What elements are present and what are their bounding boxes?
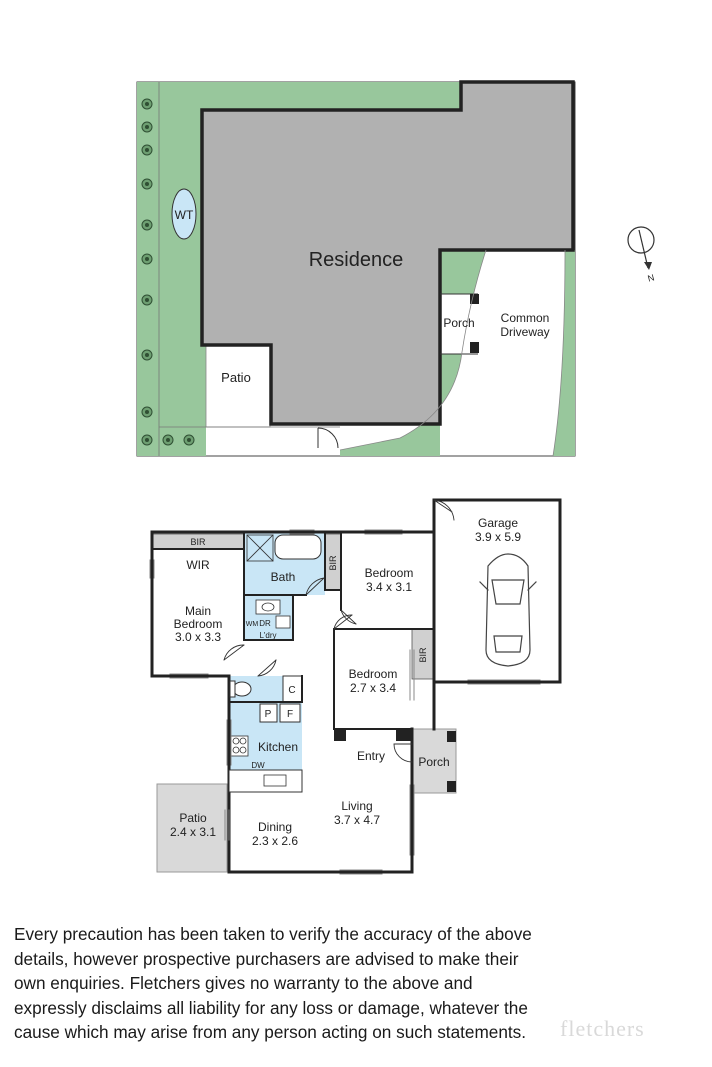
tree-trunk-icon <box>145 182 149 186</box>
gate-door <box>317 427 339 449</box>
tree-trunk-icon <box>145 257 149 261</box>
floor-plan-drawing: Residence WT Porch Patio Common Driveway… <box>136 80 656 875</box>
common-driveway-label: Driveway <box>500 325 549 339</box>
porch-post <box>447 731 456 742</box>
pantry-p <box>259 703 278 723</box>
tree-trunk-icon <box>145 223 149 227</box>
site-patio <box>205 344 271 428</box>
wir-label: WIR <box>186 558 210 572</box>
tree-trunk-icon <box>145 102 149 106</box>
driveway-curve <box>339 249 487 451</box>
living-label: Living <box>341 799 372 813</box>
vanity-icon <box>255 599 281 615</box>
wall-bath-left <box>243 531 294 641</box>
bedroom2-label: Bedroom <box>349 667 398 681</box>
shower-icon <box>246 534 274 562</box>
main-bedroom-size: 3.0 x 3.3 <box>175 630 221 644</box>
dining-size: 2.3 x 2.6 <box>252 834 298 848</box>
driveway-curve <box>552 249 566 457</box>
bir-bath-label: BIR <box>328 555 338 571</box>
lawn-strip-right <box>553 250 575 456</box>
fletchers-watermark: fletchers <box>560 1016 645 1041</box>
basin-icon <box>261 602 275 612</box>
disclaimer-text: Every precaution has been taken to verif… <box>14 924 532 1042</box>
compass <box>627 226 655 270</box>
wall-pier <box>334 729 346 741</box>
dining-label: Dining <box>258 820 292 834</box>
entry-label: Entry <box>357 749 385 763</box>
common-driveway-label: Common <box>501 311 550 325</box>
wt-label: WT <box>175 208 194 222</box>
laundry-label: L'dry <box>259 631 276 640</box>
door-entry <box>393 743 413 763</box>
living-size: 3.7 x 4.7 <box>334 813 380 827</box>
patio-label: Patio <box>179 811 207 825</box>
pantry-label: P <box>265 709 272 720</box>
wall-bath-right <box>324 531 342 591</box>
kitchen-label: Kitchen <box>258 740 298 754</box>
main-bedroom-label: Bedroom <box>174 617 223 631</box>
hedge-trees <box>141 98 195 446</box>
patio-size: 2.4 x 3.1 <box>170 825 216 839</box>
site-porch-label: Porch <box>443 316 474 330</box>
car-icon <box>479 553 537 667</box>
tree-trunk-icon <box>145 353 149 357</box>
porch-post <box>470 294 479 304</box>
site-patio-label: Patio <box>221 370 251 385</box>
compass-circle <box>627 226 655 254</box>
door-bed2 <box>333 614 353 630</box>
tree-trunk-icon <box>145 125 149 129</box>
door-main-bed <box>223 644 245 661</box>
compass-arrowhead-icon <box>644 262 652 270</box>
water-tank <box>171 188 197 240</box>
fridge-label: F <box>287 709 293 720</box>
compass-n-label: N <box>647 272 656 283</box>
dw-label: DW <box>251 761 265 770</box>
wall-toilet <box>228 675 303 703</box>
bir-bed2-label: BIR <box>418 647 428 663</box>
windows <box>149 529 541 875</box>
toilet-icon <box>232 681 252 697</box>
residence-building <box>200 80 575 426</box>
porch-post <box>470 342 479 353</box>
floor-plan: Garage 3.9 x 5.9 Bedroom 3.4 x 3.1 Bedro… <box>149 498 562 875</box>
doors <box>223 499 455 763</box>
tree-trunk-icon <box>166 438 170 442</box>
patio-slab <box>156 783 228 873</box>
garage-label: Garage <box>478 516 518 530</box>
dr-label: DR <box>259 619 271 628</box>
site-plan: Residence WT Porch Patio Common Driveway… <box>136 80 656 457</box>
porch-post <box>447 781 456 792</box>
dryer-icon <box>275 615 291 629</box>
fridge-f <box>279 703 301 723</box>
compass-arrow-icon <box>638 229 649 269</box>
door-toilet <box>257 659 277 677</box>
tree-trunk-icon <box>145 438 149 442</box>
door-garage <box>433 499 455 521</box>
porch-label: Porch <box>418 755 449 769</box>
wm-label: WM <box>246 621 259 628</box>
cooktop-icon <box>230 735 249 757</box>
tree-trunk-icon <box>145 148 149 152</box>
door-bath <box>305 577 325 596</box>
garage-size: 3.9 x 5.9 <box>475 530 521 544</box>
residence-label: Residence <box>309 249 404 271</box>
bir-top-label: BIR <box>190 537 206 547</box>
bedroom1-label: Bedroom <box>365 566 414 580</box>
kitchen-sink <box>263 774 287 787</box>
toilet-cistern-icon <box>229 680 236 698</box>
wall-pier <box>396 729 412 741</box>
tree-trunk-icon <box>145 410 149 414</box>
tree-trunk-icon <box>145 298 149 302</box>
kitchen-bench <box>228 769 303 793</box>
cupboard-label: C <box>288 685 295 696</box>
tree-trunk-icon <box>187 438 191 442</box>
main-bedroom-label: Main <box>185 604 211 618</box>
bedroom1-size: 3.4 x 3.1 <box>366 580 412 594</box>
bathtub-icon <box>274 534 322 560</box>
bedroom2-size: 2.7 x 3.4 <box>350 681 396 695</box>
bath-label: Bath <box>271 570 296 584</box>
